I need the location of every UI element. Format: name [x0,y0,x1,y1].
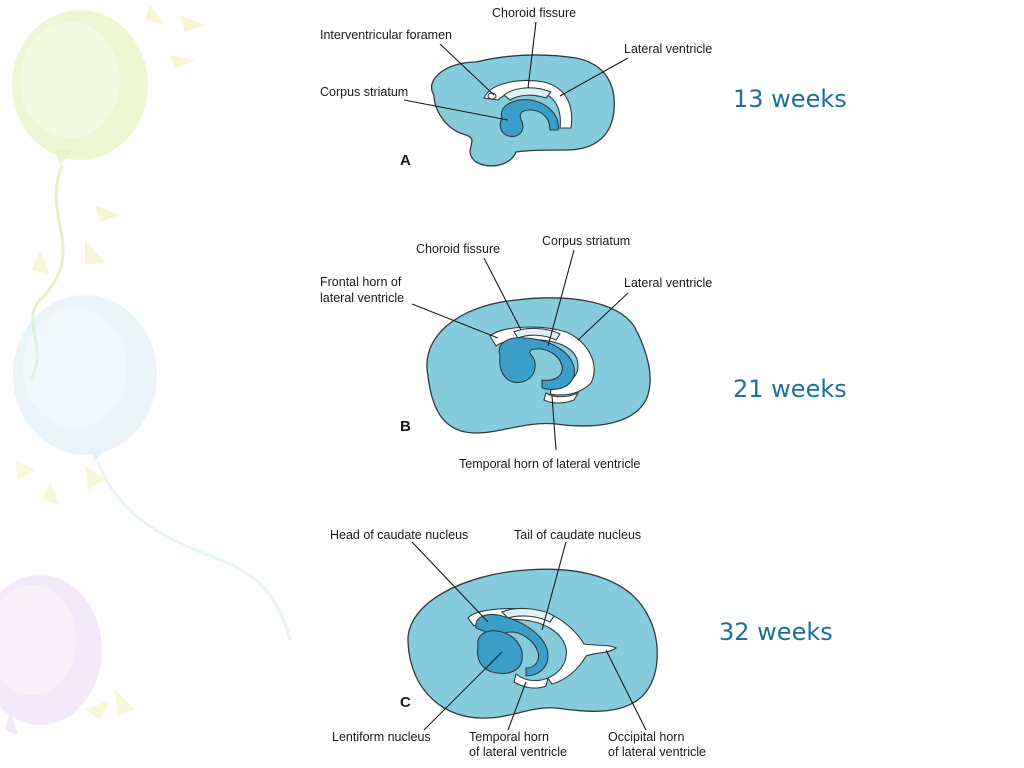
panel-c-label-occipital-horn-1: Occipital horn [608,730,685,744]
panel-b-weeks: 21 weeks [733,375,847,403]
panel-b-leader-lateral [577,292,629,341]
panel-b-choroid-fissure [513,327,561,341]
panel-b-hemisphere [426,297,651,434]
panel-a-interventricular-foramen [487,92,497,100]
panel-c-choroid-fissure [501,607,555,623]
panel-c-leader-tail [541,541,567,631]
panel-a-label-interventricular-foramen: Interventricular foramen [320,28,453,42]
panel-a-leader-choroid [527,21,537,89]
panel-a-letter: A [400,152,411,169]
panel-b-leader-frontal [411,303,499,339]
panel-c-head-caudate [475,613,549,677]
panel-a-leader-lateral [559,57,629,97]
panel-c-leader-lentiform [423,651,503,731]
panel-b-letter: B [400,418,411,435]
panel-a-label-lateral-ventricle: Lateral ventricle [624,42,713,56]
panel-a-leader-striatum [403,99,509,121]
panel-b-label-temporal-horn: Temporal horn of lateral ventricle [459,457,641,471]
balloon-purple [0,575,135,735]
panel-c-letter: C [400,694,411,711]
panel-c-temporal-horn [513,673,549,689]
panel-c: Head of caudate nucleus Tail of caudate … [316,522,726,768]
panel-c-leader-temporal [507,681,527,731]
panel-b-label-corpus-striatum: Corpus striatum [542,234,631,248]
panel-c-lentiform [476,630,523,675]
panel-c-label-temporal-horn-2: of lateral ventricle [469,745,567,759]
panel-b: Choroid fissure Corpus striatum Frontal … [316,228,726,478]
panel-a: Choroid fissure Interventricular foramen… [316,0,726,180]
panel-c-label-head-caudate: Head of caudate nucleus [330,528,469,542]
panel-b-label-lateral-ventricle: Lateral ventricle [624,276,713,290]
panel-c-leader-head [411,541,489,623]
panel-c-leader-occipital [605,649,647,731]
panel-a-label-choroid-fissure: Choroid fissure [492,6,577,20]
panel-a-choroid-fissure [503,87,552,101]
balloon-blue [13,295,292,641]
panel-c-hemisphere [407,568,658,719]
panel-a-leader-foramen [439,43,495,96]
panel-b-leader-temporal [551,395,557,451]
panel-c-weeks: 32 weeks [719,618,833,646]
panel-c-label-lentiform: Lentiform nucleus [332,730,431,744]
panel-b-leader-striatum [547,249,575,347]
panel-a-label-corpus-striatum: Corpus striatum [320,85,409,99]
panel-b-leader-choroid [483,257,522,331]
panel-b-drawing [411,249,651,451]
panel-b-label-frontal-horn-1: Frontal horn of [320,275,402,289]
panel-b-lateral-ventricle [489,326,595,396]
balloon-yellow [12,5,205,381]
panel-a-drawing [403,21,629,167]
panel-c-label-tail-caudate: Tail of caudate nucleus [514,528,642,542]
panel-a-weeks: 13 weeks [733,85,847,113]
panel-b-label-frontal-horn-2: lateral ventricle [320,291,405,305]
panel-b-label-choroid-fissure: Choroid fissure [416,242,501,256]
panel-c-label-occipital-horn-2: of lateral ventricle [608,745,706,759]
panel-c-drawing [407,541,658,731]
panel-c-label-temporal-horn-1: Temporal horn [469,730,549,744]
panel-a-corpus-striatum [499,99,559,138]
